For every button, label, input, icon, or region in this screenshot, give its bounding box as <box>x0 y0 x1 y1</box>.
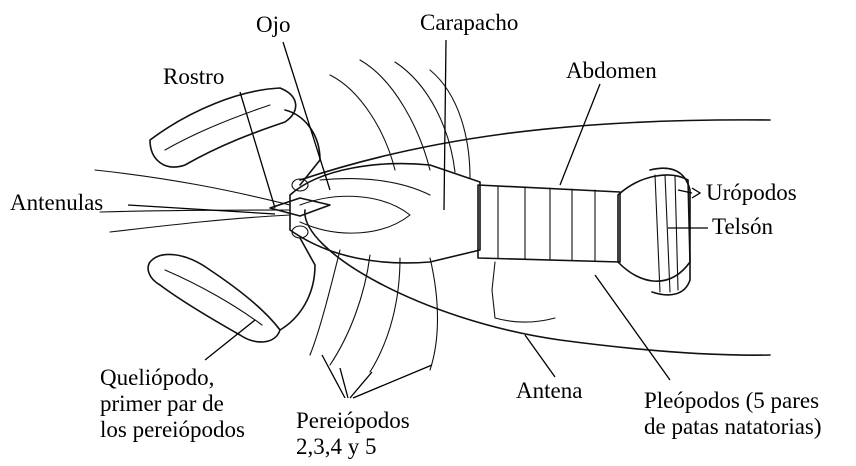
cheliped-upper <box>150 88 320 185</box>
label-pereiopodos: Pereiópodos 2,3,4 y 5 <box>296 408 410 460</box>
label-pereiopodos-line1: Pereiópodos <box>296 408 410 434</box>
pleopods <box>492 262 555 322</box>
label-carapacho: Carapacho <box>420 10 518 36</box>
cheliped-lower <box>148 238 315 342</box>
carapace-shape <box>290 164 480 263</box>
label-abdomen: Abdomen <box>566 58 657 84</box>
label-pereiopodos-line2: 2,3,4 y 5 <box>296 434 410 460</box>
pereiopods <box>310 60 470 372</box>
label-queliopodo-line3: los pereiópodos <box>100 417 245 443</box>
label-queliopodo-line1: Queliópodo, <box>100 365 245 391</box>
label-telson: Telsón <box>712 214 773 240</box>
label-ojo: Ojo <box>256 12 291 38</box>
antenna-lines <box>95 120 770 355</box>
label-queliopodo: Queliópodo, primer par de los pereiópodo… <box>100 365 245 443</box>
label-queliopodo-line2: primer par de <box>100 391 245 417</box>
label-rostro: Rostro <box>163 64 224 90</box>
label-antenulas: Antenulas <box>10 190 103 216</box>
label-antena: Antena <box>516 378 582 404</box>
label-pleopodos: Pleópodos (5 pares de patas natatorias) <box>644 388 822 440</box>
leader-lines <box>128 40 708 398</box>
label-pleopodos-line1: Pleópodos (5 pares <box>644 388 822 414</box>
tail-fan <box>618 168 690 295</box>
label-pleopodos-line2: de patas natatorias) <box>644 414 822 440</box>
label-uropodos: Urópodos <box>706 180 797 206</box>
abdomen-segments <box>478 185 620 262</box>
